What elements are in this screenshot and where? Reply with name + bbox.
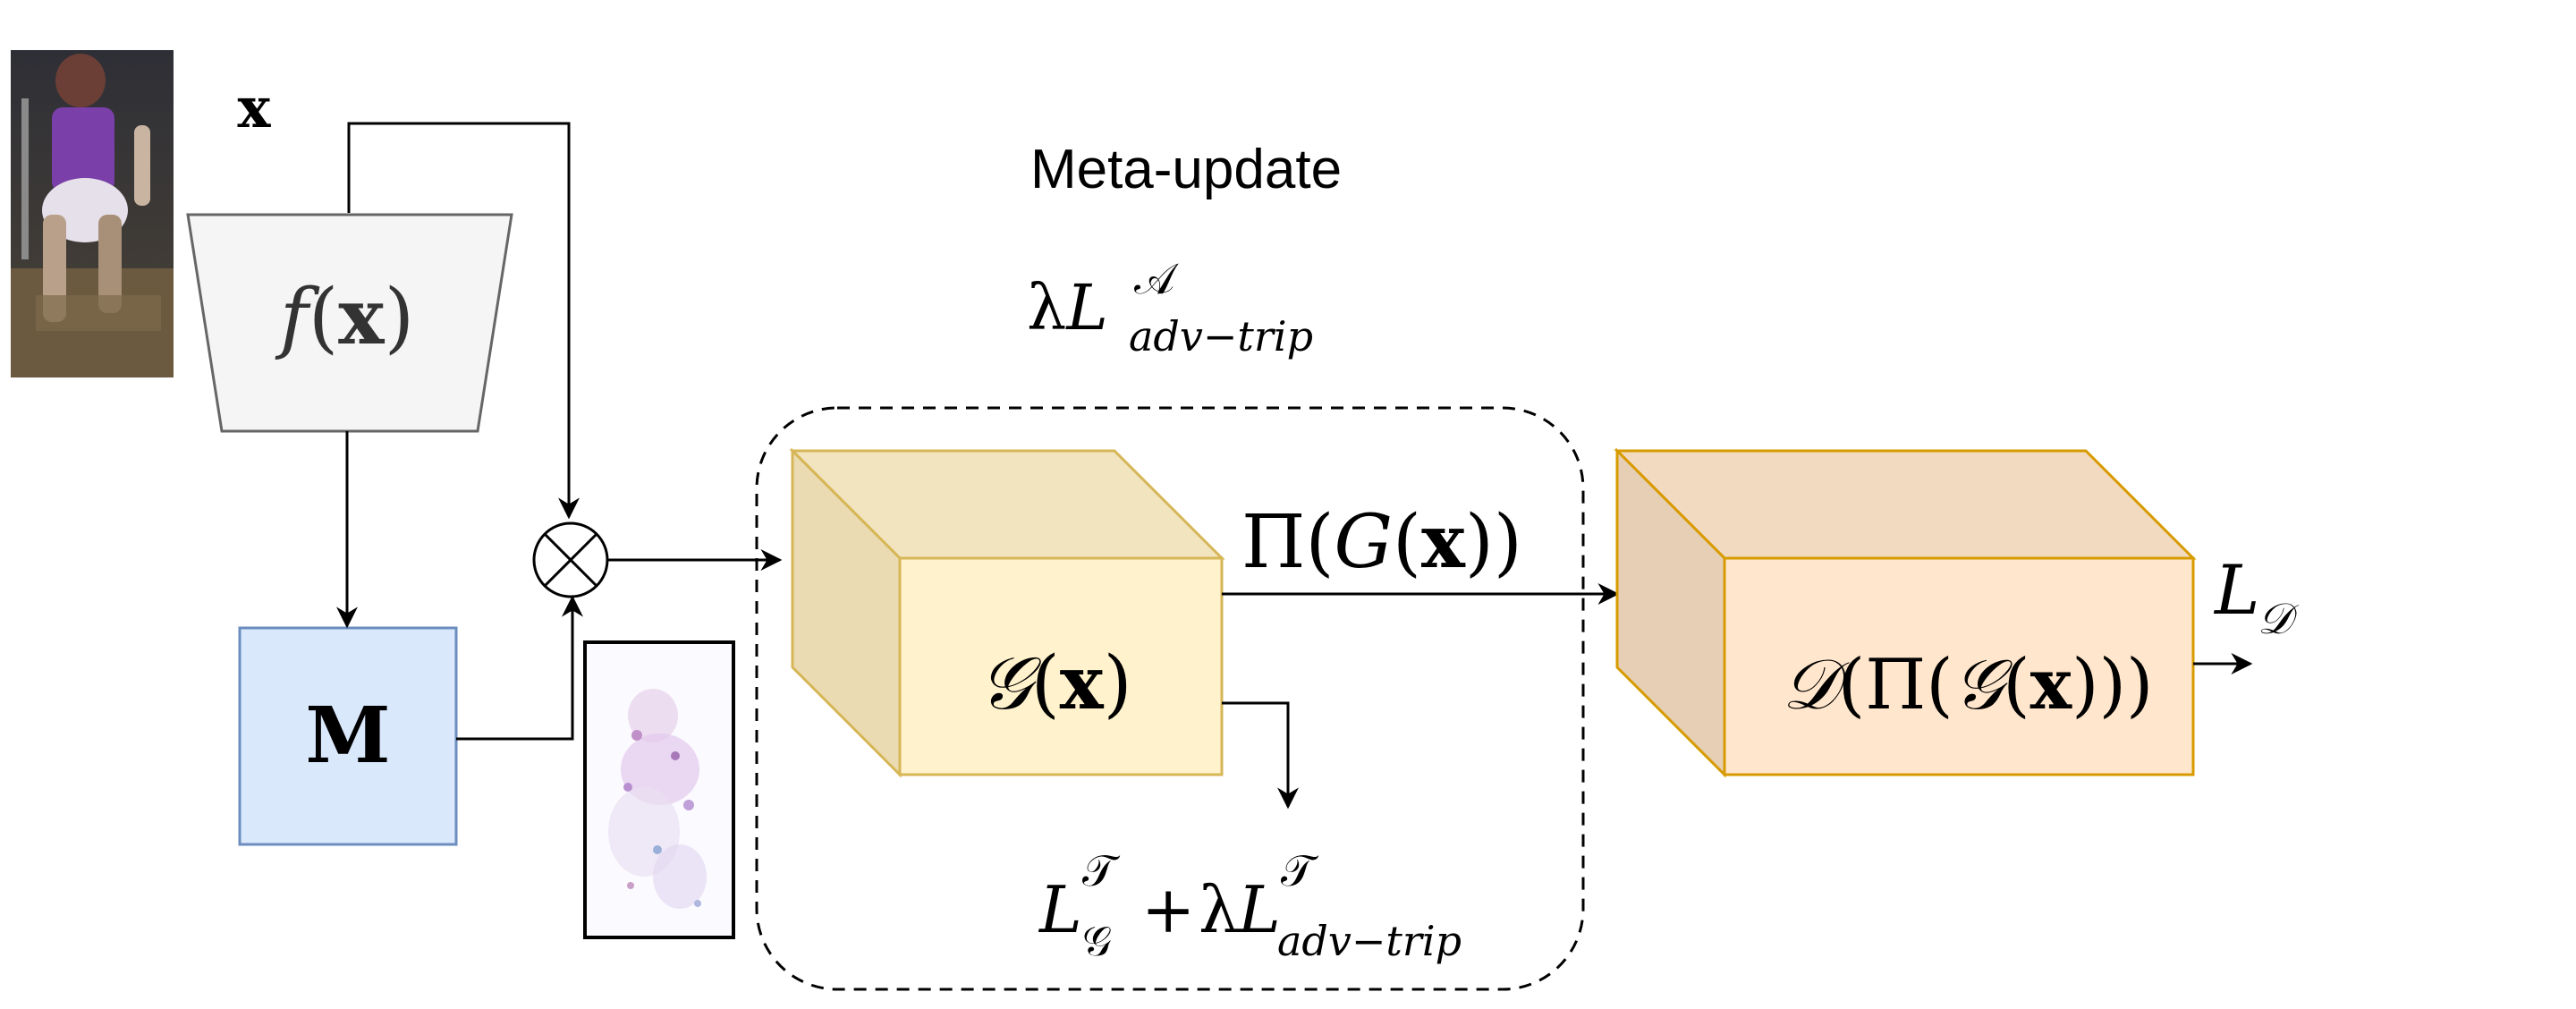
- input-label: x: [238, 75, 272, 140]
- svg-text:𝒜: 𝒜: [1134, 254, 1179, 304]
- projection-label: Π(G(x)): [1241, 499, 1522, 585]
- generator-block: 𝒢(x): [789, 447, 1225, 778]
- multiply-node: [532, 521, 609, 598]
- svg-text:L: L: [1038, 872, 1082, 947]
- svg-text:𝒯: 𝒯: [1281, 846, 1319, 896]
- meta-update-region: [755, 406, 1585, 991]
- mask-label: M: [305, 691, 390, 781]
- svg-text:𝒟: 𝒟: [2258, 594, 2300, 644]
- generator-loss-arrow: [1222, 701, 1299, 810]
- skip-connection-arrow: [347, 122, 580, 520]
- svg-text:𝒯: 𝒯: [1082, 846, 1121, 896]
- svg-text:adv−trip: adv−trip: [1129, 312, 1313, 360]
- discriminator-loss: L 𝒟: [2213, 550, 2300, 644]
- mask-block: [238, 626, 458, 846]
- svg-text:+: +: [1141, 872, 1195, 947]
- meta-update-title: Meta-update: [1030, 139, 1342, 200]
- svg-text:λ: λ: [1199, 872, 1240, 947]
- perturbation-image: [583, 640, 735, 939]
- input-person-image: [11, 50, 174, 377]
- svg-text:𝒢: 𝒢: [1082, 917, 1112, 965]
- generator-label: 𝒢(x): [979, 640, 1131, 726]
- discriminator-block: 𝒟(Π(𝒢(x))): [1614, 447, 2197, 778]
- svg-text:L: L: [2213, 550, 2259, 630]
- svg-text:L: L: [1236, 872, 1281, 947]
- feature-extractor-label: f(x): [275, 272, 414, 362]
- discriminator-label: 𝒟(Π(𝒢(x))): [1783, 644, 2154, 725]
- meta-update-loss: λL 𝒜 adv−trip: [1027, 254, 1313, 360]
- svg-text:adv−trip: adv−trip: [1277, 917, 1462, 965]
- generator-loss: L 𝒯 𝒢 + λ L 𝒯 adv−trip: [1038, 846, 1462, 965]
- svg-text:λL: λL: [1027, 271, 1108, 344]
- mask-to-multiply-arrow: [456, 595, 583, 741]
- feature-extractor-block: [186, 213, 513, 433]
